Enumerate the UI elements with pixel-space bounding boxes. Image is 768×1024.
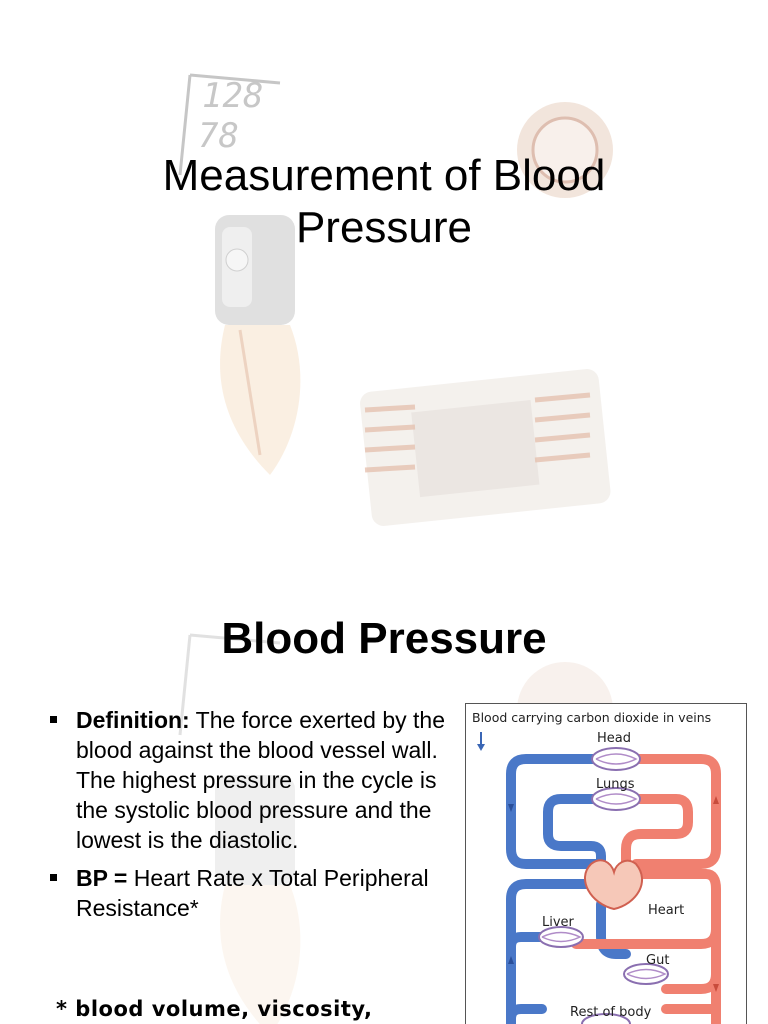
- slide-title-line-2: Pressure: [295, 203, 473, 252]
- readout-diastolic: 78: [198, 116, 239, 156]
- heart: [584, 859, 643, 911]
- label-heart: Heart: [648, 903, 684, 918]
- bullet-list: Definition: The force exerted by the blo…: [46, 705, 456, 931]
- slide-title: Blood Pressure: [221, 614, 547, 663]
- diagram-caption: Blood carrying carbon dioxide in veins: [472, 710, 711, 725]
- bullet-marker: [50, 874, 57, 881]
- flow-arrows: [508, 804, 514, 964]
- lungs-capillaries: [591, 787, 641, 811]
- liver-capillaries: [538, 926, 584, 948]
- slide-title-line-1: Measurement of Blood: [162, 151, 606, 200]
- head-capillaries: [591, 747, 641, 771]
- rest-of-body-capillaries: [581, 1013, 631, 1024]
- label-rest-of-body: Rest of body: [570, 1005, 652, 1020]
- footnote: * blood volume, viscosity,: [56, 997, 373, 1021]
- bullet-label: Definition:: [76, 707, 190, 733]
- label-gut: Gut: [646, 953, 669, 968]
- gut-capillaries: [623, 963, 669, 985]
- title-slide: 128 78 Measurement of Blood Pressure: [0, 73, 768, 526]
- circulation-diagram: Blood carrying carbon dioxide in veins: [465, 703, 747, 1024]
- label-liver: Liver: [542, 915, 575, 930]
- bullet-definition: Definition: The force exerted by the blo…: [46, 705, 456, 855]
- bullet-text: Heart Rate x Total Peripheral Resistance…: [76, 865, 429, 921]
- readout-display: 128 78: [178, 73, 281, 176]
- down-arrow-icon: [477, 732, 485, 751]
- label-head: Head: [597, 731, 631, 746]
- bullet-marker: [50, 716, 57, 723]
- artery-path: [571, 754, 721, 1024]
- content-slide: Blood Pressure Definition: The force exe…: [0, 560, 768, 1024]
- bp-monitor-watermark: 128 78: [178, 73, 613, 526]
- readout-systolic: 128: [202, 76, 263, 116]
- label-lungs: Lungs: [596, 777, 635, 792]
- bullet-bp-formula: BP = Heart Rate x Total Peripheral Resis…: [46, 863, 456, 923]
- bullet-label: BP =: [76, 865, 128, 891]
- slide-title: Measurement of Blood Pressure: [0, 150, 768, 254]
- bullet-text: The force exerted by the blood against t…: [76, 707, 445, 853]
